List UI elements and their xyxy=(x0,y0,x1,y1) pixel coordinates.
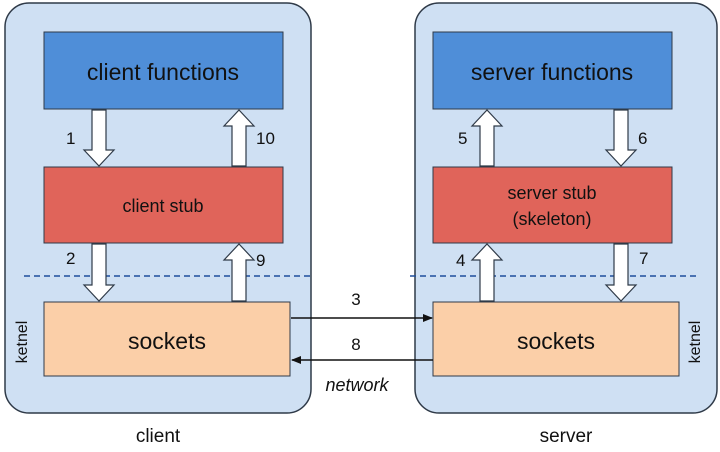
client-sockets-box xyxy=(43,301,291,377)
client-functions-box xyxy=(43,31,284,110)
client-stub-box xyxy=(43,166,284,244)
arrow-step-10 xyxy=(222,109,256,167)
step-label-9: 9 xyxy=(256,251,265,270)
step-label-1: 1 xyxy=(66,129,75,148)
arrow-step-6 xyxy=(604,109,638,167)
server-functions-box xyxy=(432,31,673,110)
arrow-step-5 xyxy=(470,109,504,167)
client-caption: client xyxy=(136,426,181,447)
arrow-step-2 xyxy=(82,243,116,302)
step-label-4: 4 xyxy=(456,251,465,270)
arrow-step-4 xyxy=(470,243,504,302)
client-stub-label: client stub xyxy=(122,196,203,216)
step-label-2: 2 xyxy=(66,249,75,268)
server-caption: server xyxy=(540,426,593,447)
server-sockets-label: sockets xyxy=(517,328,595,354)
server-functions-label: server functions xyxy=(471,59,633,85)
step-label-7: 7 xyxy=(639,249,648,268)
step-label-10: 10 xyxy=(256,129,275,148)
network-label: network xyxy=(325,375,389,395)
step-label-6: 6 xyxy=(638,129,647,148)
arrow-step-1 xyxy=(82,109,116,167)
client-sockets-label: sockets xyxy=(128,328,206,354)
server-sockets-box xyxy=(432,301,680,377)
server-stub-label-line1: server stub xyxy=(507,183,596,203)
arrow-step-7 xyxy=(604,243,638,302)
client-functions-label: client functions xyxy=(87,59,239,85)
server-kernel-label: ketnel xyxy=(687,321,704,364)
step-label-5: 5 xyxy=(458,129,467,148)
server-stub-label-line2: (skeleton) xyxy=(512,209,591,229)
client-kernel-label: ketnel xyxy=(14,321,31,364)
step-label-3: 3 xyxy=(351,290,360,309)
arrow-step-9 xyxy=(222,243,256,302)
step-label-8: 8 xyxy=(351,335,360,354)
server-stub-box xyxy=(432,166,673,244)
